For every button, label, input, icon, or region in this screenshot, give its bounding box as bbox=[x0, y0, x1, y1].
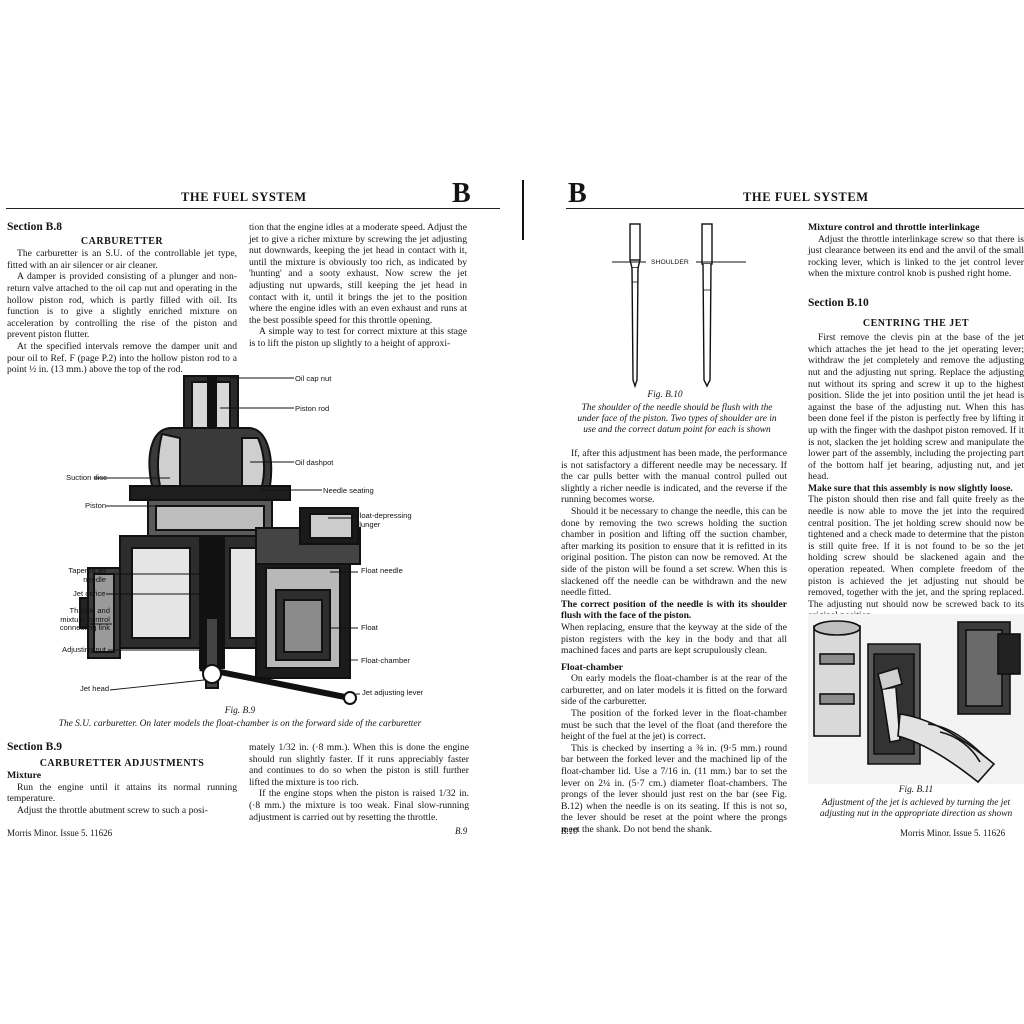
section-heading: Section B.9 bbox=[7, 741, 62, 753]
callout-label: Oil cap nut bbox=[295, 374, 332, 383]
section-b9-column-1: Section B.9 CARBURETTER ADJUSTMENTS Mixt… bbox=[7, 741, 237, 817]
figure-caption: The shoulder of the needle should be flu… bbox=[577, 403, 777, 435]
paragraph-emphasis: Make sure that this assembly is now slig… bbox=[808, 482, 1013, 494]
figure-caption: The S.U. carburetter. On later models th… bbox=[58, 719, 422, 729]
gutter-mark bbox=[522, 180, 524, 240]
paragraph: At the specified intervals remove the da… bbox=[7, 340, 237, 376]
callout-label: Suction disc bbox=[66, 473, 107, 482]
page-header-title: THE FUEL SYSTEM bbox=[743, 190, 869, 204]
side-heading: Mixture bbox=[7, 770, 42, 782]
callout-label: Jet head bbox=[80, 684, 110, 693]
figure-label: Fig. B.11 bbox=[898, 785, 934, 795]
side-heading: Float-chamber bbox=[561, 661, 624, 673]
header-rule bbox=[566, 208, 1024, 210]
paragraph: Adjust the throttle interlinkage screw s… bbox=[808, 233, 1024, 280]
needle-text-column: If, after this adjustment has been made,… bbox=[561, 448, 787, 836]
callout-label: Throttle and mixture control connecting … bbox=[59, 606, 110, 633]
section-b9-column-2: mately 1/32 in. (·8 mm.). When this is d… bbox=[249, 742, 469, 823]
callout-label: Oil dashpot bbox=[295, 458, 334, 467]
callout-label: Piston bbox=[85, 501, 107, 510]
page-footer-right: Morris Minor. Issue 5. 11626 bbox=[900, 828, 1006, 838]
page-header-section-letter: B bbox=[568, 178, 587, 209]
paragraph: If, after this adjustment has been made,… bbox=[561, 448, 787, 506]
paragraph: If the engine stops when the piston is r… bbox=[249, 788, 469, 823]
callout-label: Tapered jet needle bbox=[68, 566, 106, 584]
side-heading: Mixture control and throttle interlinkag… bbox=[808, 222, 980, 233]
paragraph: mately 1/32 in. (·8 mm.). When this is d… bbox=[249, 742, 469, 788]
paragraph: This is checked by inserting a ⅜ in. (9·… bbox=[561, 742, 787, 835]
section-subheading: CARBURETTER bbox=[80, 235, 164, 247]
callout-label: Jet adjusting lever bbox=[362, 688, 424, 697]
page-number: B.10 bbox=[561, 826, 578, 836]
callout-label: Float needle bbox=[361, 566, 403, 575]
page-footer-left: Morris Minor. Issue 5. 11626 bbox=[7, 828, 113, 838]
paragraph: A damper is provided consisting of a plu… bbox=[7, 271, 237, 341]
section-subheading: CENTRING THE JET bbox=[862, 317, 970, 329]
right-page: B THE FUEL SYSTEM SHOULDER Fig. B.10 The… bbox=[520, 0, 1024, 1024]
page-number: B.9 bbox=[455, 826, 468, 836]
paragraph: On early models the float-chamber is at … bbox=[561, 673, 787, 708]
paragraph: Run the engine until it attains its norm… bbox=[7, 781, 237, 805]
paragraph: tion that the engine idles at a moderate… bbox=[249, 222, 467, 326]
section-b8-column-1: Section B.8 CARBURETTER The carburetter … bbox=[7, 221, 237, 376]
page-header-title: THE FUEL SYSTEM bbox=[181, 190, 307, 204]
callout-label: Float-chamber bbox=[361, 656, 410, 665]
figure-label: Fig. B.9 bbox=[224, 706, 256, 716]
paragraph: The position of the forked lever in the … bbox=[561, 708, 787, 743]
callout-label: Jet orifice bbox=[73, 589, 106, 598]
header-rule bbox=[6, 208, 500, 210]
paragraph: When replacing, ensure that the keyway a… bbox=[561, 621, 787, 657]
section-heading: Section B.8 bbox=[7, 221, 62, 233]
figure-caption: Adjustment of the jet is achieved by tur… bbox=[819, 798, 1013, 819]
paragraph: The carburetter is an S.U. of the contro… bbox=[7, 248, 237, 271]
callout-label: Float-depressing plunger bbox=[355, 511, 412, 529]
section-heading: Section B.10 bbox=[808, 296, 869, 309]
figure-label: Fig. B.10 bbox=[647, 390, 683, 400]
callout-label: Float bbox=[361, 623, 378, 632]
jet-text-column: Mixture control and throttle interlinkag… bbox=[808, 222, 1024, 622]
paragraph: First remove the clevis pin at the base … bbox=[808, 332, 1024, 483]
paragraph: A simple way to test for correct mixture… bbox=[249, 326, 467, 349]
left-page: THE FUEL SYSTEM B Section B.8 CARBURETTE… bbox=[0, 0, 500, 1024]
paragraph: Should it be necessary to change the nee… bbox=[561, 505, 787, 599]
section-b8-column-2: tion that the engine idles at a moderate… bbox=[249, 222, 467, 350]
needle-shoulder-diagram bbox=[612, 223, 746, 389]
paragraph: The piston should then rise and fall qui… bbox=[808, 494, 1024, 621]
paragraph: Adjust the throttle abutment screw to su… bbox=[17, 804, 208, 816]
carburetter-cutaway-diagram bbox=[79, 375, 361, 705]
page-header-section-letter: B bbox=[452, 178, 471, 209]
callout-label: Adjusting nut bbox=[62, 645, 106, 654]
callout-label: Needle seating bbox=[323, 486, 374, 495]
jet-adjustment-photo bbox=[808, 614, 1024, 784]
section-subheading: CARBURETTER ADJUSTMENTS bbox=[39, 757, 205, 769]
shoulder-label: SHOULDER bbox=[651, 259, 689, 266]
paragraph-emphasis: The correct position of the needle is wi… bbox=[561, 598, 787, 622]
callout-label: Piston rod bbox=[295, 404, 330, 413]
